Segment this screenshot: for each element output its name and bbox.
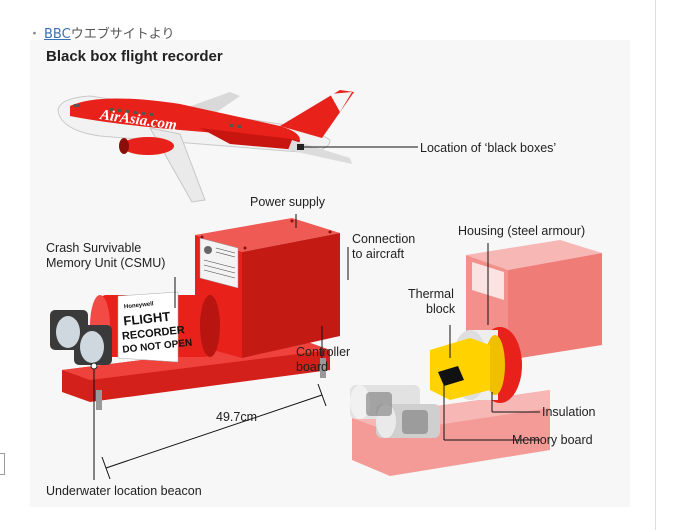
black-box-location-marker — [297, 144, 304, 150]
label-insulation: Insulation — [542, 405, 596, 419]
label-crash-1: Crash Survivable — [46, 241, 141, 255]
csmu-brand: Honeywell — [124, 301, 154, 310]
label-memory-board: Memory board — [512, 433, 593, 447]
bbc-link[interactable]: BBC — [44, 27, 71, 42]
label-thermal-2: block — [426, 302, 456, 316]
infographic-illustration: Honeywell FLIGHT RECORDER DO NOT OPEN Ai… — [46, 90, 602, 498]
callout-labels: Location of ‘black boxes’ Power supply C… — [46, 141, 596, 498]
black-box-infographic: Honeywell FLIGHT RECORDER DO NOT OPEN Ai… — [30, 40, 630, 507]
leader-lines — [93, 146, 540, 480]
label-power-supply: Power supply — [250, 195, 326, 209]
source-suffix: ウエブサイトより — [70, 27, 175, 42]
label-location: Location of ‘black boxes’ — [420, 141, 556, 155]
label-beacon: Underwater location beacon — [46, 484, 202, 498]
collapsed-panel-handle[interactable] — [0, 453, 5, 475]
label-controller-2: board — [296, 360, 328, 374]
source-attribution: ・BBCウエブサイトより — [28, 23, 174, 42]
bullet: ・ — [28, 27, 42, 42]
airplane-illustration — [57, 90, 354, 203]
label-connection-2: to aircraft — [352, 247, 405, 261]
recorder-main-illustration — [50, 218, 340, 410]
label-thermal-1: Thermal — [408, 287, 454, 301]
figure-title: Black box flight recorder — [46, 48, 223, 65]
label-dimension: 49.7cm — [216, 410, 257, 424]
label-housing: Housing (steel armour) — [458, 224, 585, 238]
label-connection-1: Connection — [352, 232, 415, 246]
label-crash-2: Memory Unit (CSMU) — [46, 256, 165, 270]
label-controller-1: Controller — [296, 345, 350, 359]
csmu-line1: FLIGHT — [123, 309, 171, 329]
column-divider — [655, 0, 656, 530]
